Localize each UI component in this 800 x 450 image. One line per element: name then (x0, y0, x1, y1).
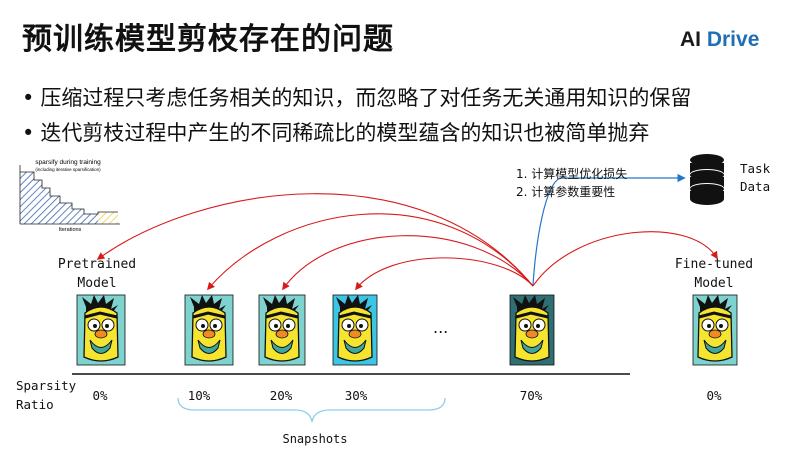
brand-logo: AI Drive (680, 28, 759, 52)
inset-step-line (20, 171, 118, 215)
pretrained-line1: Pretrained (57, 257, 137, 272)
pretrained-model-card (76, 293, 126, 366)
page-title: 预训练模型剪枝存在的问题 (22, 22, 394, 57)
step-1-text: 1. 计算模型优化损失 (516, 167, 628, 181)
ratio-20: 20% (269, 388, 293, 403)
inset-final-area (98, 212, 118, 224)
ratio-70: 70% (519, 388, 543, 403)
finetuned-model-label: Fine-tuned Model (664, 255, 764, 293)
pretrained-line2: Model (77, 276, 117, 291)
inset-sparsity-area (20, 172, 98, 224)
task-data-arrow (532, 173, 686, 286)
bullet-2: •迭代剪枝过程中产生的不同稀疏比的模型蕴含的知识也被简单抛弃 (22, 117, 649, 147)
bullet-1: •压缩过程只考虑任务相关的知识，而忽略了对任务无关通用知识的保留 (22, 82, 691, 112)
ratio-pretrained: 0% (92, 388, 108, 403)
snapshots-label: Snapshots (282, 432, 348, 446)
knowledge-arrows (96, 193, 718, 291)
logo-text-drive: Drive (706, 28, 760, 51)
ratio-finetuned: 0% (706, 388, 722, 403)
pretrained-model-label: Pretrained Model (52, 255, 142, 293)
arrow-to-pretrained (96, 193, 534, 287)
step-2-text: 2. 计算参数重要性 (516, 185, 616, 199)
sparsity-ratio-label: Sparsity Ratio (16, 376, 76, 414)
ratio-10: 10% (187, 388, 211, 403)
task-data-line2: Data (740, 179, 771, 194)
bullet-dot: • (22, 86, 35, 110)
sparsity-schedule-inset: sparsify during training (including iter… (19, 159, 120, 233)
arrow-to-finetuned (532, 231, 718, 287)
snapshots-brace (177, 397, 446, 423)
sparsity-line2: Ratio (16, 397, 54, 412)
arrow-to-snapshot-30 (355, 257, 534, 291)
arrow-to-snapshot-20 (282, 235, 534, 291)
ratio-30: 30% (344, 388, 368, 403)
bullet-1-text: 压缩过程只考虑任务相关的知识，而忽略了对任务无关通用知识的保留 (40, 86, 692, 110)
snapshot-30-card (332, 293, 378, 366)
snapshot-10-card (184, 293, 234, 366)
inset-title: sparsify during training (35, 159, 101, 166)
snapshot-20-card (258, 293, 306, 366)
database-icon (690, 154, 724, 205)
sparsity-line1: Sparsity (16, 378, 77, 393)
task-data-label: Task Data (740, 160, 770, 196)
task-data-line1: Task (740, 161, 771, 176)
bullet-2-text: 迭代剪枝过程中产生的不同稀疏比的模型蕴含的知识也被简单抛弃 (40, 121, 650, 145)
finetuned-line2: Model (694, 276, 734, 291)
inset-xlabel: Iterations (59, 227, 82, 233)
logo-text-ai: AI (680, 28, 707, 51)
snapshot-70-card (509, 293, 555, 366)
arrow-to-snapshot-10 (206, 213, 534, 291)
finetuned-line1: Fine-tuned (674, 257, 754, 272)
ellipsis: ... (433, 318, 449, 337)
bullet-dot: • (22, 121, 35, 145)
inset-subtitle: (including iterative sparsification) (35, 167, 101, 172)
finetuned-model-card (692, 293, 738, 366)
